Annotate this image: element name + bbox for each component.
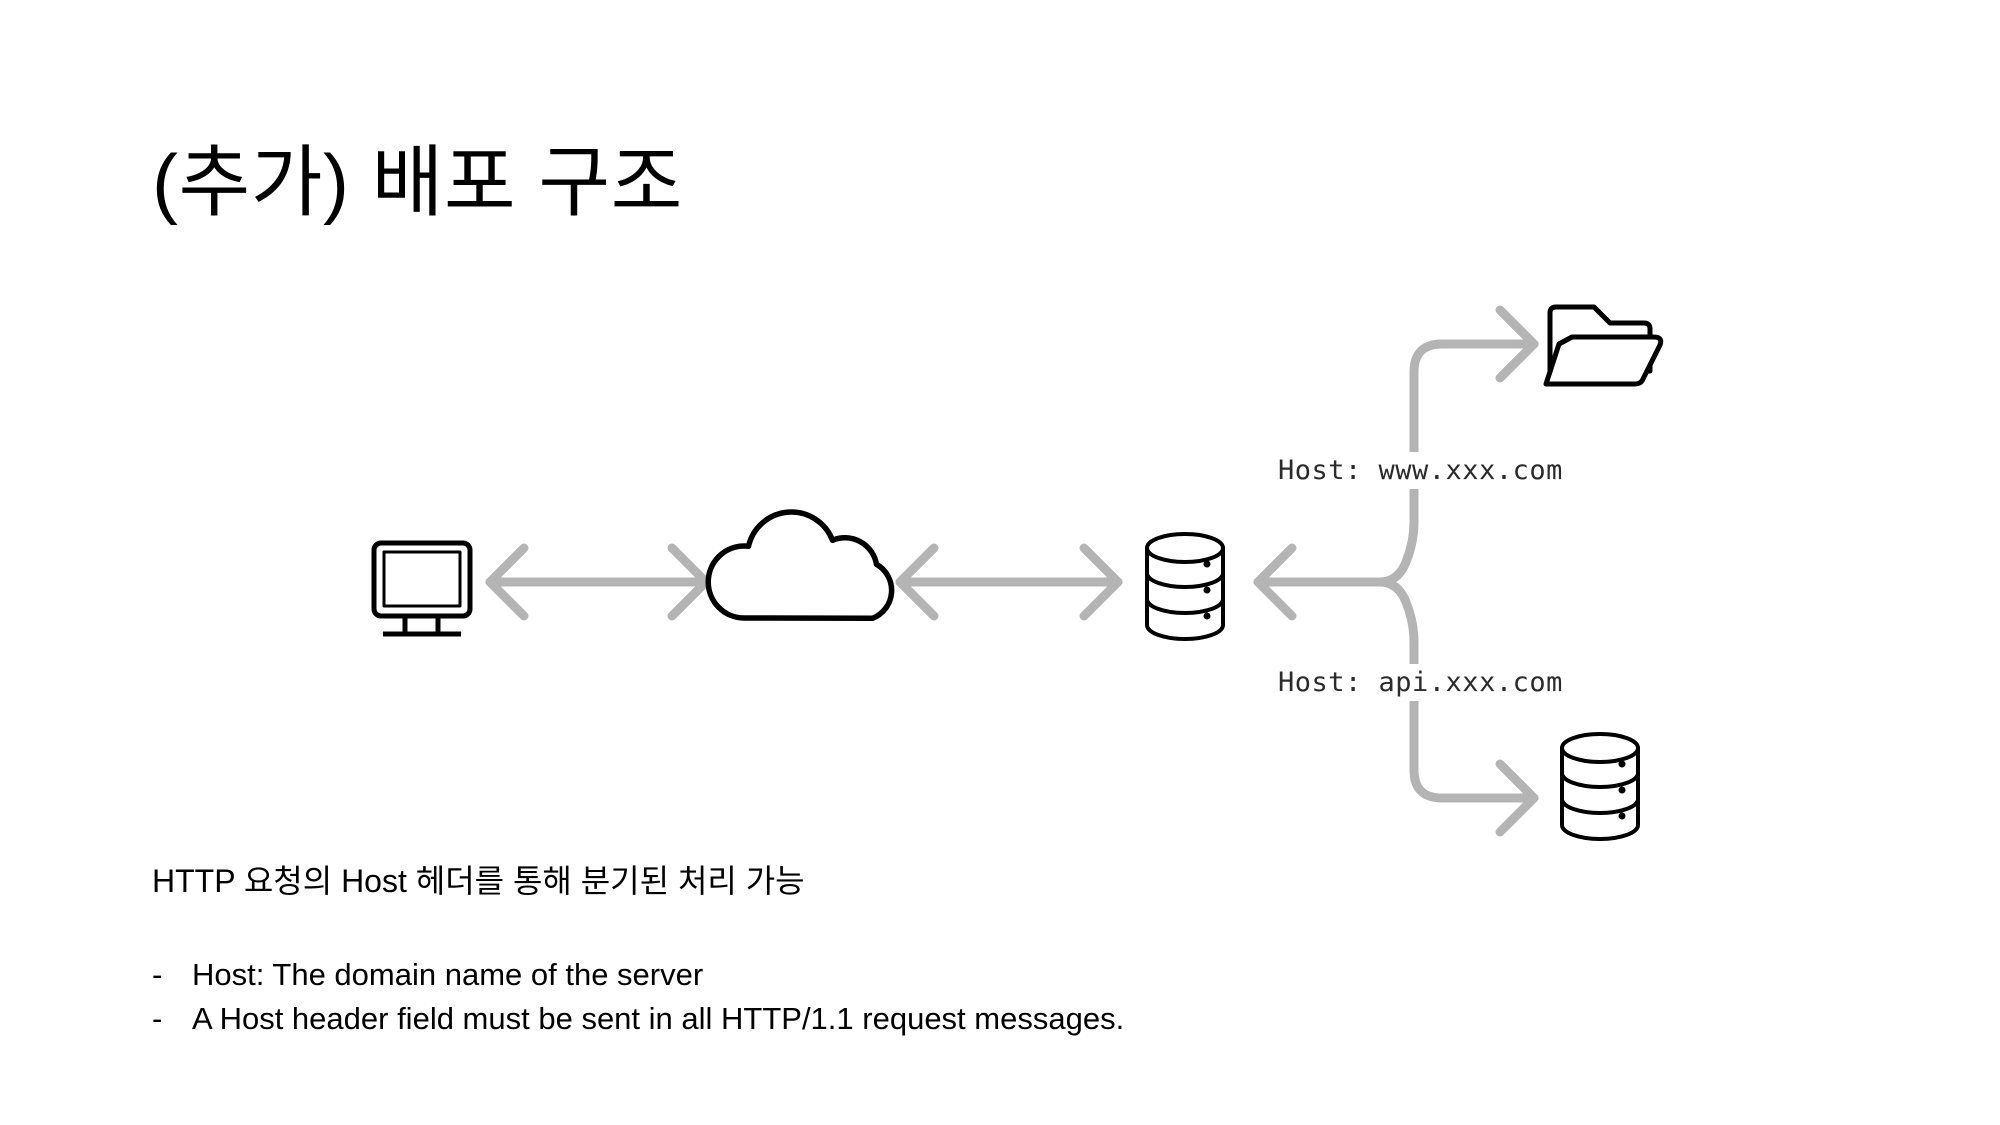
folder-icon [1543,304,1664,387]
page-title: (추가) 배포 구조 [152,138,683,227]
connector-internet-server [895,543,1123,621]
connector-branch-trunk [1253,517,1419,647]
host-label-www: Host: www.xxx.com [1268,452,1573,489]
list-item-label: A Host header field must be sent in all … [192,1001,1125,1037]
body-copy: HTTP 요청의 Host 헤더를 통해 분기된 처리 가능 - Host: T… [152,860,1852,1041]
database-icon-api [1560,732,1640,841]
monitor-icon [371,540,473,637]
connector-branch-www [1409,305,1539,527]
connector-client-internet [485,543,711,621]
list-item: - A Host header field must be sent in al… [152,997,1852,1041]
bullet-marker: - [152,1001,163,1037]
list-item-label: Host: The domain name of the server [192,957,704,993]
host-label-api: Host: api.xxx.com [1268,664,1573,701]
bullet-marker: - [152,957,163,993]
lead-paragraph: HTTP 요청의 Host 헤더를 통해 분기된 처리 가능 [152,863,805,899]
connector-branch-api [1409,637,1539,837]
list-item: - Host: The domain name of the server [152,953,1852,997]
database-icon-server [1145,532,1225,641]
cloud-icon [705,509,895,622]
connector-group [485,305,1539,837]
bullet-list: - Host: The domain name of the server - … [152,953,1852,1041]
